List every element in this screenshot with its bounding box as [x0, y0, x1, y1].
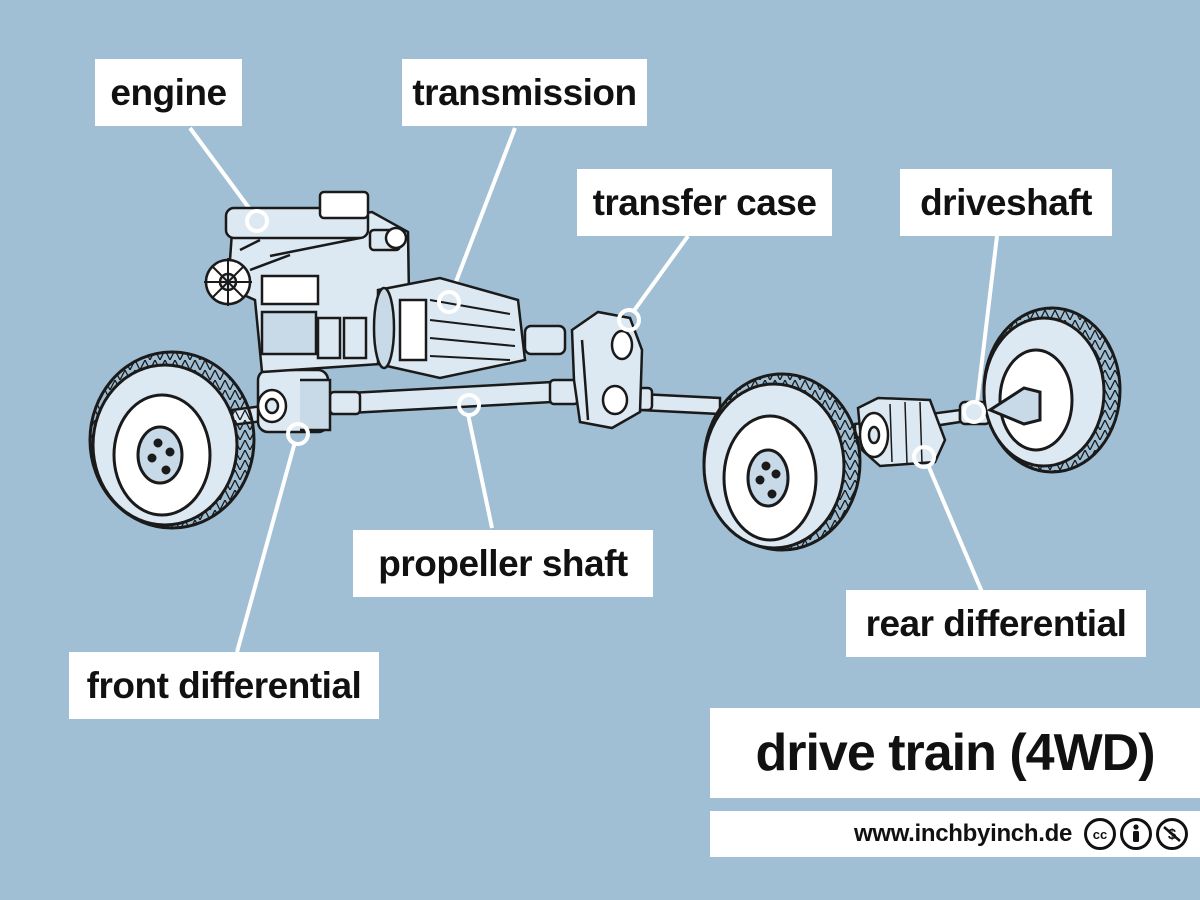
label-engine: engine: [95, 59, 242, 126]
front-left-wheel: [88, 350, 256, 530]
transmission-part: [372, 276, 527, 380]
noncommercial-icon: $: [1156, 818, 1188, 850]
label-front-differential: front differential: [69, 652, 379, 719]
title-box: drive train (4WD): [710, 708, 1200, 798]
rear-left-wheel: [702, 372, 862, 552]
leader-lines: [188, 126, 999, 653]
page-title: drive train (4WD): [755, 724, 1155, 782]
label-driveshaft: driveshaft: [900, 169, 1112, 236]
cc-icon: cc: [1084, 818, 1116, 850]
label-transfer-case: transfer case: [577, 169, 832, 236]
label-rear-differential: rear differential: [846, 590, 1146, 657]
label-transmission: transmission: [402, 59, 647, 126]
label-propeller-shaft: propeller shaft: [353, 530, 653, 597]
transfer-case-part: [570, 310, 644, 430]
website-link[interactable]: www.inchbyinch.de: [853, 820, 1072, 847]
footer: www.inchbyinch.de cc $: [710, 811, 1200, 857]
license-icons: cc $: [1084, 818, 1188, 850]
front-differential-part: [256, 368, 332, 434]
attribution-icon: [1120, 818, 1152, 850]
rear-right-wheel: [982, 306, 1122, 474]
engine-part: [204, 190, 412, 374]
callout-dots: [245, 209, 986, 469]
